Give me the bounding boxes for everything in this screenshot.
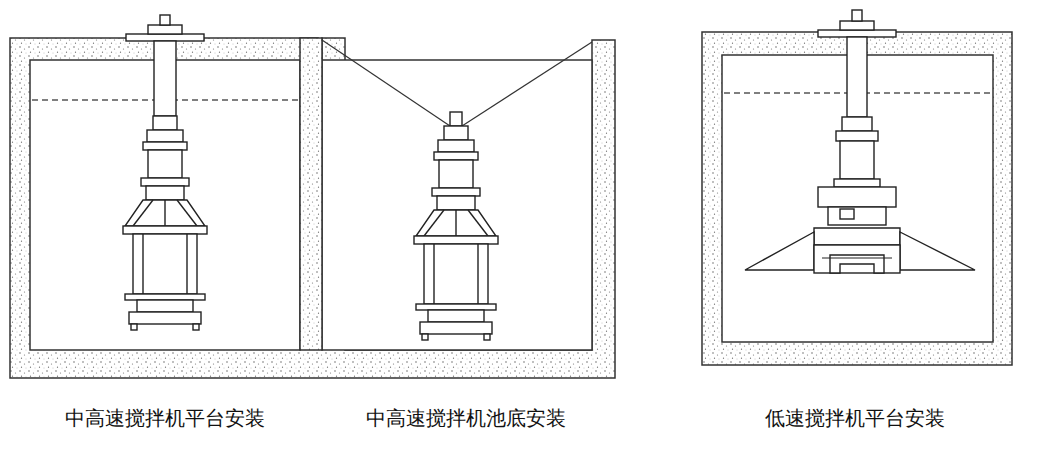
caption-label: 中高速搅拌机池底安装 xyxy=(366,405,566,432)
caption-label: 中高速搅拌机平台安装 xyxy=(65,405,265,432)
caption-label: 低速搅拌机平台安装 xyxy=(765,405,945,432)
